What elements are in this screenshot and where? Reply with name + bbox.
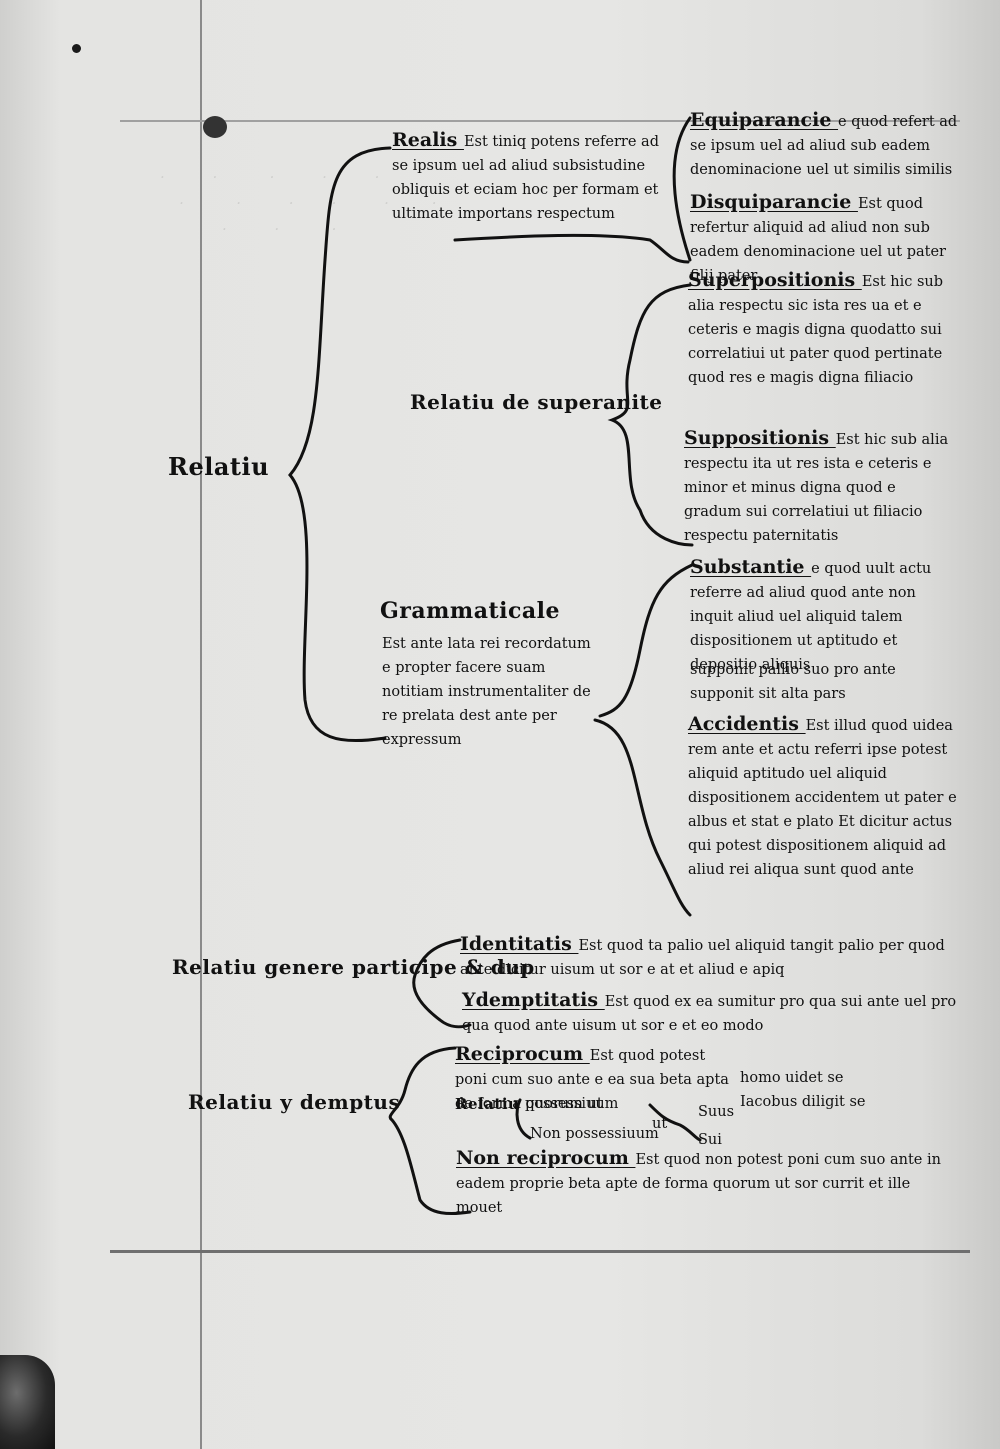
root-label: Relatiu (168, 452, 269, 481)
entry-body: supponit pallio suo pro ante supponit si… (690, 662, 896, 702)
entry-equiparantie: Equiparancie e quod refert ad se ipsum u… (690, 108, 960, 182)
entry-reciprocum: Reciprocum Est quod potest poni cum suo … (455, 1042, 735, 1116)
entry-head: Superpositionis (688, 269, 862, 291)
entry-body: Est ante lata rei recordatum e propter f… (382, 636, 591, 748)
branch-grammaticale: Grammaticale (380, 598, 560, 624)
entry-supponit: supponit pallio suo pro ante supponit si… (690, 658, 950, 706)
entry-head: Equiparancie (690, 109, 838, 131)
example-iacobus: Iacobus diligit se (740, 1090, 865, 1114)
disq-brace (612, 285, 692, 545)
entry-head: Disquiparancie (690, 191, 858, 213)
entry-realis: Realis Est tiniq potens referre ad se ip… (392, 128, 662, 226)
entry-head: Accidentis (688, 713, 806, 735)
realis-link (455, 235, 688, 262)
entry-head: Identitatis (460, 933, 578, 955)
entry-body: Est illud quod uidea rem ante et actu re… (688, 718, 957, 878)
entry-suppositionis: Suppositionis Est hic sub alia respectu … (684, 426, 954, 548)
non-possessivum-label: Non possessiuum (530, 1122, 659, 1146)
branch-superanite: Relatiu de superanite (410, 390, 663, 414)
subst-brace (600, 565, 692, 716)
entry-head: Suppositionis (684, 427, 836, 449)
entry-identitatis: Identitatis Est quod ta palio uel aliqui… (460, 932, 960, 982)
example-homo: homo uidet se (740, 1066, 843, 1090)
gram-brace (595, 720, 690, 915)
entry-head: Ydemptitatis (462, 989, 605, 1011)
bottom-group2-label: Relatiu y demptus (188, 1090, 400, 1114)
entry-head: Realis (392, 129, 464, 151)
entry-superpositionis: Superpositionis Est hic sub alia respect… (688, 268, 958, 390)
entry-head: Substantie (690, 556, 811, 578)
entry-head: Reciprocum (455, 1043, 590, 1065)
equi-brace (674, 118, 690, 260)
entry-ydemptitatis: Ydemptitatis Est quod ex ea sumitur pro … (462, 988, 962, 1038)
entry-head: Non reciprocum (456, 1147, 635, 1169)
entry-grammaticale-body: Est ante lata rei recordatum e propter f… (382, 632, 597, 752)
entry-accidentis: Accidentis Est illud quod uidea rem ante… (688, 712, 958, 882)
entry-non-reciprocum: Non reciprocum Est quod non potest poni … (456, 1146, 956, 1220)
